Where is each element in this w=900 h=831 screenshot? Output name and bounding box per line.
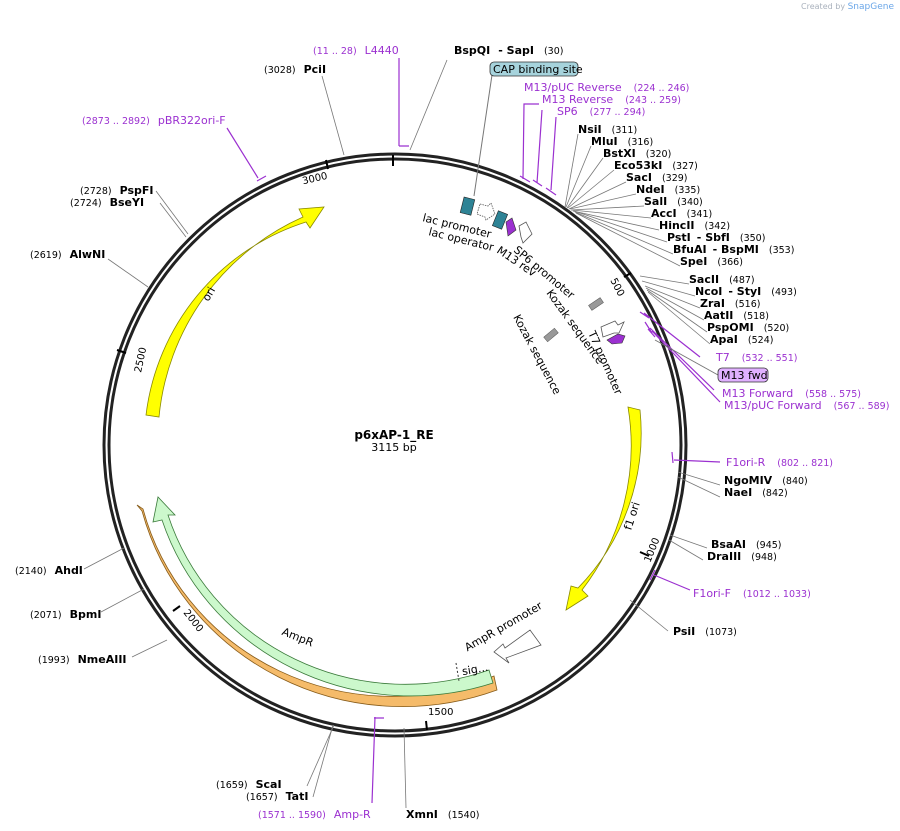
- primer-m13-forward[interactable]: M13 Forward(558 .. 575): [722, 387, 861, 400]
- f1-ori-feature-arrow[interactable]: [565, 406, 642, 611]
- enzyme-bsaai[interactable]: BsaAI(945): [711, 538, 782, 551]
- enzyme-alwni[interactable]: (2619)AlwNI: [30, 248, 105, 261]
- enzyme-bfuai-bspmi[interactable]: BfuAI- BspMI(353): [673, 243, 794, 256]
- plasmid-name: p6xAP-1_RE: [354, 428, 433, 443]
- backbone-inner-strand: [107, 157, 683, 733]
- tick-label-2000: 2000: [181, 608, 205, 635]
- enzyme-tati[interactable]: (1657)TatI: [246, 790, 308, 803]
- enzyme-sacii[interactable]: SacII(487): [689, 273, 755, 286]
- tick-2000: [172, 605, 181, 612]
- backbone-outer-strand: [102, 152, 688, 738]
- ampr-highlight: [136, 504, 498, 707]
- enzyme-zrai[interactable]: ZraI(516): [700, 297, 760, 310]
- ampr-feature-arrow[interactable]: [152, 496, 494, 697]
- snapgene-logo-text: SnapGene: [847, 2, 894, 12]
- tick-3000: [325, 159, 329, 170]
- enzyme-spei[interactable]: SpeI(366): [680, 255, 743, 268]
- m13-fwd-leader: [654, 339, 719, 376]
- snapgene-branding: Created by SnapGene: [801, 2, 894, 12]
- tick-label-500: 500: [607, 276, 626, 298]
- cap-binding-site-label: CAP binding site: [493, 63, 583, 76]
- primer-markers: [226, 58, 721, 804]
- enzyme-scai[interactable]: (1659)ScaI: [216, 778, 282, 791]
- m13-fwd-box[interactable]: [717, 367, 769, 383]
- m13-fwd-marker[interactable]: [606, 333, 626, 345]
- ampr-label: AmpR: [280, 625, 316, 649]
- enzyme-ndei[interactable]: NdeI(335): [636, 183, 700, 196]
- primer-m13-puc-forward[interactable]: M13/pUC Forward(567 .. 589): [724, 399, 889, 412]
- enzyme-ahdi[interactable]: (2140)AhdI: [15, 564, 83, 577]
- enzyme-aatii[interactable]: AatII(518): [704, 309, 769, 322]
- created-by-label: Created by: [801, 2, 846, 11]
- enzyme-pspomi[interactable]: PspOMI(520): [707, 321, 789, 334]
- primer-m13-puc-reverse[interactable]: M13/pUC Reverse(224 .. 246): [524, 81, 689, 94]
- m13-rev-arrow[interactable]: [505, 217, 517, 237]
- tick-500: [623, 272, 632, 278]
- primer-f1ori-r[interactable]: F1ori-R(802 .. 821): [726, 456, 833, 469]
- enzyme-pspfi[interactable]: (2728)PspFI: [80, 184, 154, 197]
- lac-operator-box[interactable]: [491, 210, 509, 230]
- cap-binding-site-box[interactable]: [489, 61, 579, 77]
- enzyme-ngomiv[interactable]: NgoMIV(840): [724, 474, 808, 487]
- m13-fwd-label: M13 fwd: [721, 369, 768, 382]
- enzyme-eco53ki[interactable]: Eco53kI(327): [614, 159, 698, 172]
- enzyme-pcii[interactable]: (3028)PciI: [264, 63, 326, 76]
- t7-promoter-arrow[interactable]: [600, 320, 625, 338]
- enzyme-bseyi[interactable]: (2724)BseYI: [70, 196, 144, 209]
- ori-feature-arrow[interactable]: [145, 206, 325, 418]
- enzyme-labels: BspQI- SapI(30) (3028)PciI NsiI(311) Mlu…: [15, 44, 808, 821]
- enzyme-leader-lines: [83, 59, 721, 809]
- enzyme-bpmi[interactable]: (2071)BpmI: [30, 608, 101, 621]
- primer-m13-reverse[interactable]: M13 Reverse(243 .. 259): [542, 93, 681, 106]
- enzyme-ncoi-styi[interactable]: NcoI- StyI(493): [695, 285, 797, 298]
- enzyme-nmeaiii[interactable]: (1993)NmeAIII: [38, 653, 127, 666]
- kozak-sequence-box-2[interactable]: [543, 327, 559, 343]
- enzyme-psti-sbfi[interactable]: PstI- SbfI(350): [667, 231, 765, 244]
- enzyme-bstxi[interactable]: BstXI(320): [603, 147, 671, 160]
- enzyme-bspqi-sapi[interactable]: BspQI- SapI(30): [454, 44, 563, 57]
- enzyme-nsii[interactable]: NsiI(311): [578, 123, 637, 136]
- primer-labels: (11 .. 28)L4440 (2873 .. 2892)pBR322ori-…: [82, 44, 889, 821]
- plasmid-length: 3115 bp: [371, 441, 416, 454]
- tick-label-2500: 2500: [133, 346, 149, 373]
- primer-amp-r[interactable]: (1571 .. 1590)Amp-R: [258, 808, 371, 821]
- enzyme-sali[interactable]: SalI(340): [644, 195, 703, 208]
- lac-promoter-arrow[interactable]: [476, 202, 496, 221]
- enzyme-draiii[interactable]: DraIII(948): [707, 550, 777, 563]
- tick-2500: [116, 349, 127, 354]
- tick-1500: [425, 720, 428, 731]
- enzyme-acci[interactable]: AccI(341): [651, 207, 712, 220]
- enzyme-xmni[interactable]: XmnI(1540): [406, 808, 479, 821]
- tick-1000: [639, 551, 650, 557]
- cap-site-leader: [473, 74, 493, 197]
- tick-label-1500: 1500: [428, 707, 453, 718]
- enzyme-saci[interactable]: SacI(329): [626, 171, 688, 184]
- primer-pbr322ori-f[interactable]: (2873 .. 2892)pBR322ori-F: [82, 114, 226, 127]
- primer-t7[interactable]: T7(532 .. 551): [715, 351, 797, 364]
- enzyme-psii[interactable]: PsiI(1073): [673, 625, 737, 638]
- primer-l4440[interactable]: (11 .. 28)L4440: [313, 44, 399, 57]
- ori-label: ori: [200, 285, 218, 304]
- cap-site-marker[interactable]: [459, 196, 476, 216]
- enzyme-apai[interactable]: ApaI(524): [710, 333, 773, 346]
- kozak-sequence-box-1[interactable]: [588, 297, 604, 311]
- enzyme-naei[interactable]: NaeI(842): [724, 486, 788, 499]
- enzyme-mlui[interactable]: MluI(316): [591, 135, 653, 148]
- sp6-promoter-arrow[interactable]: [518, 221, 533, 244]
- primer-sp6[interactable]: SP6(277 .. 294): [557, 105, 645, 118]
- ampr-promoter-arrow[interactable]: [493, 629, 542, 664]
- enzyme-hincii[interactable]: HincII(342): [659, 219, 730, 232]
- sig-peptide-label: sig...: [461, 661, 489, 678]
- kozak-sequence-label-2: Kozak sequence: [510, 312, 563, 397]
- primer-f1ori-f[interactable]: F1ori-F(1012 .. 1033): [693, 587, 811, 600]
- sig-divider: [455, 662, 460, 682]
